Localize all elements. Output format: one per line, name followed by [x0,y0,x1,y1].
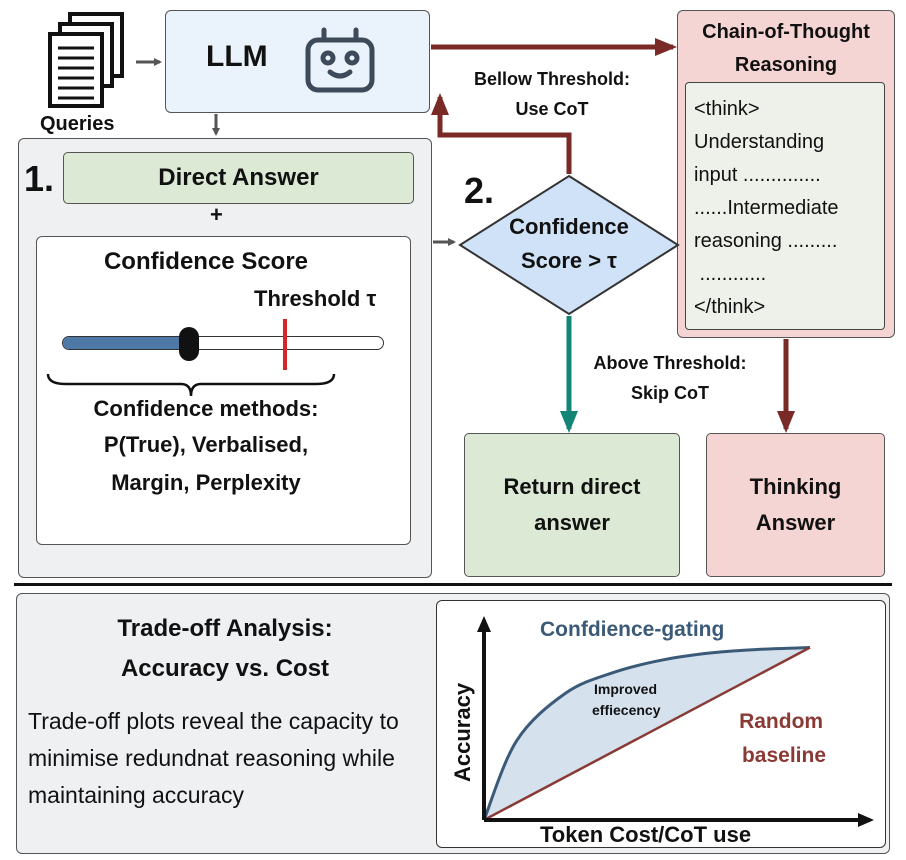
confidence-slider-thumb [179,327,199,361]
tradeoff-description: Trade-off plots reveal the capacity to m… [28,708,399,808]
curly-brace-icon [46,373,336,397]
threshold-label: Threshold τ [254,286,377,311]
below-threshold-label: Bellow Threshold: Use CoT [442,64,662,124]
robot-icon [305,27,375,93]
decision-line2: Score > τ [520,248,618,273]
queries-label: Queries [40,113,115,135]
thinking-line1: Thinking [749,474,842,499]
section-divider [14,583,892,586]
cot-reasoning-text: <think> Understanding input ............… [685,82,885,330]
tradeoff-plot: Confdience-gating Improved effiecency Ra… [450,616,874,847]
return-line2: answer [534,510,610,535]
annotation-improved: Improved [594,681,657,697]
thinking-line2: Answer [755,510,836,535]
above-threshold-line2: Skip CoT [630,383,709,403]
above-threshold-line1: Above Threshold: [593,353,747,373]
llm-label: LLM [206,40,268,73]
cot-title-line2: Reasoning [734,54,838,76]
cot-line: input .............. [694,164,821,186]
cot-title: Chain-of-Thought Reasoning [677,16,895,82]
confidence-score-box [36,236,411,545]
tradeoff-title-line2: Accuracy vs. Cost [120,655,330,682]
series-line-confidence-gating [482,646,811,821]
return-direct-answer-box: Return direct answer [464,433,680,577]
confidence-methods-title: Confidence methods: [93,396,319,421]
legend-random-baseline: Random baseline [739,710,829,767]
cot-line: </think> [694,296,766,318]
confidence-methods-line: P(True), Verbalised, [103,432,309,457]
annotation-efficiency: effiecency [592,702,661,718]
below-threshold-line2: Use CoT [515,99,589,119]
arrow-decision-to-llm [431,93,572,174]
legend-random-baseline-line2: baseline [742,744,826,767]
cot-line: reasoning ......... [694,230,838,252]
tradeoff-title-line1: Trade-off Analysis: [117,615,333,642]
plus-sign: + [210,202,223,227]
decision-text: Confidence Score > τ [478,210,660,278]
below-threshold-line1: Bellow Threshold: [473,69,630,89]
llm-box [165,10,430,113]
series-line-random-baseline [483,646,811,822]
y-axis-label: Accuracy [450,682,475,782]
stage2-number: 2. [464,170,495,211]
documents-icon [48,12,124,108]
confidence-score-title: Confidence Score [103,248,309,275]
direct-answer-box: Direct Answer [63,152,414,204]
thinking-answer-box: Thinking Answer [706,433,885,577]
decision-diamond [458,174,680,316]
stage1-number: 1. [24,158,55,199]
above-threshold-label: Above Threshold: Skip CoT [570,348,770,408]
cot-line: <think> [694,98,760,120]
return-line1: Return direct [503,474,641,499]
threshold-marker [283,319,287,370]
confidence-methods-line: Margin, Perplexity [111,470,301,495]
decision-line1: Confidence [509,214,629,239]
cot-line: Understanding [694,131,825,153]
x-axis-label: Token Cost/CoT use [540,822,751,847]
cot-line: ............ [694,263,767,285]
confidence-slider-fill [63,337,191,349]
legend-random-baseline-line1: Random [739,710,823,733]
cot-title-line1: Chain-of-Thought [702,21,870,43]
cot-line: ......Intermediate [694,197,839,219]
legend-confidence-gating: Confdience-gating [540,618,724,641]
